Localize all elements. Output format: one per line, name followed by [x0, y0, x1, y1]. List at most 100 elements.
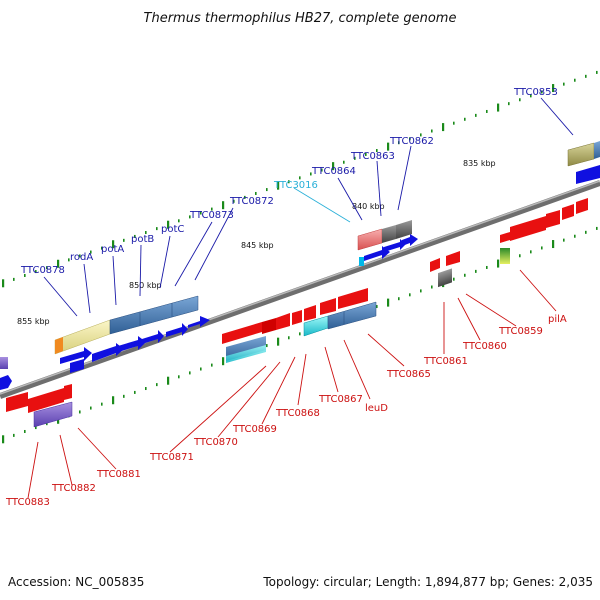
feature-pot-operon[interactable] [109, 295, 199, 335]
label-TTC0870[interactable]: TTC0870 [193, 437, 238, 448]
minor-tick [563, 82, 565, 86]
label-leuD[interactable]: leuD [365, 403, 388, 414]
label-TTC0859[interactable]: TTC0859 [498, 326, 543, 337]
feature-TTC0859[interactable] [438, 268, 452, 288]
minor-tick [508, 102, 510, 106]
minor-tick [46, 422, 48, 426]
feature-TTC0862[interactable] [396, 220, 412, 239]
minor-tick [376, 149, 378, 153]
minor-tick [530, 250, 532, 254]
minor-tick [431, 285, 433, 289]
label-TTC0873[interactable]: TTC0873 [189, 210, 234, 221]
feature-TTC0882[interactable] [33, 401, 73, 428]
minor-tick [596, 70, 598, 74]
feature-TTC0863[interactable] [382, 225, 396, 243]
minor-tick [24, 429, 26, 433]
forward-gene-labels: TTC0853 TTC0862 TTC0863 TTC0864 TTC3016 … [20, 87, 558, 276]
minor-tick [321, 168, 323, 172]
label-TTC0883[interactable]: TTC0883 [5, 497, 50, 508]
label-TTC0871[interactable]: TTC0871 [149, 452, 194, 463]
minor-tick [310, 172, 312, 176]
major-tick [57, 259, 60, 268]
minor-tick [299, 332, 301, 336]
minor-tick [68, 258, 70, 262]
minor-tick [90, 250, 92, 254]
label-TTC3016[interactable]: TTC3016 [273, 180, 318, 191]
map-title: Thermus thermophilus HB27, complete geno… [144, 11, 457, 26]
leader-lines [27, 97, 574, 499]
major-tick [387, 142, 390, 151]
label-potC[interactable]: potC [161, 224, 184, 235]
label-TTC0882[interactable]: TTC0882 [51, 483, 96, 494]
major-tick [2, 435, 5, 444]
label-rodA[interactable]: rodA [70, 252, 93, 263]
minor-tick [189, 371, 191, 375]
feature-TTC0860[interactable] [446, 251, 460, 266]
label-TTC0853[interactable]: TTC0853 [513, 87, 558, 98]
minor-tick [101, 402, 103, 406]
feature-rodA[interactable] [54, 319, 111, 355]
gene-arrow-edge [0, 375, 12, 390]
minor-tick [354, 156, 356, 160]
minor-tick [134, 390, 136, 394]
major-tick [442, 123, 445, 132]
major-tick [277, 181, 280, 190]
minor-tick [123, 238, 125, 242]
minor-tick [464, 273, 466, 277]
topology-text: Topology: circular; Length: 1,894,877 bp… [262, 575, 593, 589]
minor-tick [189, 215, 191, 219]
forward-feature-group-middle [357, 220, 418, 266]
major-tick [2, 279, 5, 288]
major-tick [112, 396, 115, 405]
minor-tick [233, 199, 235, 203]
minor-tick [453, 277, 455, 281]
label-TTC0860[interactable]: TTC0860 [462, 341, 507, 352]
scale-ticks [2, 70, 598, 444]
label-TTC0869[interactable]: TTC0869 [232, 424, 277, 435]
minor-tick [288, 336, 290, 340]
minor-tick [409, 293, 411, 297]
label-pilA[interactable]: pilA [548, 314, 567, 325]
feature-TTC0864[interactable] [357, 228, 383, 251]
feature-TTC0861[interactable] [430, 258, 440, 272]
minor-tick [541, 90, 543, 94]
minor-tick [398, 297, 400, 301]
feature-TTC0883[interactable] [6, 392, 28, 412]
minor-tick [365, 152, 367, 156]
label-TTC0872[interactable]: TTC0872 [229, 196, 274, 207]
feature-green-gene[interactable] [500, 248, 510, 264]
feature-pilA[interactable] [510, 216, 546, 241]
minor-tick [255, 191, 257, 195]
minor-tick [486, 265, 488, 269]
minor-tick [145, 387, 147, 391]
label-TTC0863[interactable]: TTC0863 [350, 151, 395, 162]
feature-TTC0881[interactable] [28, 388, 64, 413]
label-potA[interactable]: potA [101, 244, 124, 255]
label-TTC0862[interactable]: TTC0862 [389, 136, 434, 147]
feature-TTC0853[interactable] [567, 142, 595, 167]
label-TTC0878[interactable]: TTC0878 [20, 265, 65, 276]
minor-tick [46, 266, 48, 270]
minor-tick [79, 410, 81, 414]
minor-tick [475, 113, 477, 117]
label-TTC0868[interactable]: TTC0868 [275, 408, 320, 419]
minor-tick [519, 254, 521, 258]
label-TTC0864[interactable]: TTC0864 [311, 166, 356, 177]
major-tick [277, 337, 280, 346]
label-TTC0861[interactable]: TTC0861 [423, 356, 468, 367]
minor-tick [24, 273, 26, 277]
feature-TTC0878[interactable] [55, 337, 63, 354]
scale-label-845: 845 kbp [241, 241, 274, 250]
feature-TTC3016[interactable] [359, 257, 364, 266]
label-TTC0865[interactable]: TTC0865 [386, 369, 431, 380]
major-tick [552, 84, 555, 93]
label-TTC0881[interactable]: TTC0881 [96, 469, 141, 480]
minor-tick [574, 78, 576, 82]
reverse-feature-group-left [6, 384, 73, 428]
label-TTC0867[interactable]: TTC0867 [318, 394, 363, 405]
label-potB[interactable]: potB [131, 234, 154, 245]
minor-tick [101, 246, 103, 250]
major-tick [497, 103, 500, 112]
feature-leuD[interactable] [327, 301, 377, 330]
